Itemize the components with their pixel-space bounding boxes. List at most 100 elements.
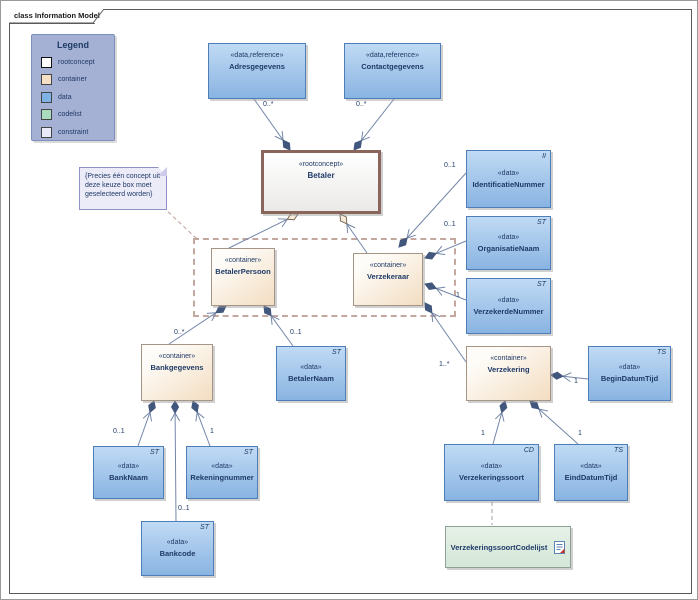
data-swatch <box>41 91 52 103</box>
legend-item-data: data <box>41 91 114 103</box>
class-verzekerdenummer[interactable]: ST «data» VerzekerdeNummer <box>466 278 551 334</box>
diagram-frame <box>9 9 692 594</box>
stereotype: «data» <box>117 463 140 470</box>
association-einddatumtijd-verzekering[interactable] <box>529 400 579 445</box>
multiplicity-verzekering: 1..* <box>439 361 450 368</box>
type-code: TS <box>657 349 666 356</box>
stereotype: «data» <box>497 296 520 304</box>
class-name: IdentificatieNummer <box>472 179 545 189</box>
multiplicity-bankgegevens: 0..* <box>174 329 185 336</box>
class-name: BetalerNaam <box>288 374 334 383</box>
legend-item-rootconcept: rootconcept <box>41 56 114 68</box>
class-betalerpersoon[interactable]: «container» BetalerPersoon <box>211 248 275 306</box>
legend[interactable]: Legend rootconcept container data codeli… <box>31 34 115 141</box>
association-bankgegevens-betalerpersoon[interactable] <box>168 305 227 345</box>
stereotype: «data» <box>300 364 322 371</box>
stereotype: «container» <box>490 355 527 362</box>
association-verzekeraar-betaler[interactable] <box>339 213 368 254</box>
stereotype: «container» <box>158 353 196 360</box>
association-betalerpersoon-betaler[interactable] <box>228 212 299 249</box>
association-begindatumtijd-verzekering[interactable] <box>550 371 589 383</box>
constraint-note[interactable]: {Precies één concept uit deze keuze box … <box>79 167 167 210</box>
multiplicity-betalernaam: 0..1 <box>290 329 302 336</box>
class-betalernaam[interactable]: ST «data» BetalerNaam <box>276 346 346 401</box>
association-bankcode-bankgegevens[interactable] <box>170 400 181 522</box>
type-code: ST <box>537 281 546 288</box>
multiplicity-adresgegevens: 0..* <box>263 101 274 108</box>
note-attachment-link[interactable] <box>162 206 198 240</box>
association-betalernaam-betalerpersoon[interactable] <box>263 305 294 347</box>
stereotype: «data» <box>618 364 641 371</box>
container-swatch <box>41 74 52 85</box>
association-identificatienummer-verzekeraar[interactable] <box>398 172 467 248</box>
multiplicity-einddatumtijd: 1 <box>578 430 582 437</box>
type-code: TS <box>614 447 623 454</box>
legend-title: Legend <box>56 40 89 50</box>
multiplicity-verzekeringssoort: 1 <box>481 430 485 437</box>
association-verzekeringssoort-verzekering[interactable] <box>492 400 508 445</box>
rootconcept-swatch <box>41 56 52 68</box>
class-betaler[interactable]: «rootconcept» Betaler <box>261 150 381 214</box>
stereotype: «data» <box>166 539 189 546</box>
multiplicity-identificatienummer: 0..1 <box>444 162 456 169</box>
stereotype: «data,reference» <box>366 52 419 59</box>
class-name: EindDatumTijd <box>564 473 618 482</box>
association-organisatienaam-verzekeraar[interactable] <box>424 240 467 260</box>
class-bankcode[interactable]: ST «data» Bankcode <box>141 521 214 576</box>
association-contactgegevens-betaler[interactable] <box>353 98 395 151</box>
class-banknaam[interactable]: ST «data» BankNaam <box>93 446 164 499</box>
legend-label: constraint <box>58 128 89 136</box>
type-code: CD <box>523 447 534 454</box>
stereotype: «container» <box>224 257 262 264</box>
class-organisatienaam[interactable]: ST «data» OrganisatieNaam <box>466 216 551 270</box>
class-verzekering[interactable]: «container» Verzekering <box>466 346 551 401</box>
type-code: ST <box>244 449 253 456</box>
stereotype: «data» <box>480 463 503 470</box>
class-name: Bankgegevens <box>150 363 204 372</box>
class-name: Verzekering <box>487 365 530 374</box>
type-code: ST <box>150 449 159 456</box>
class-adresgegevens[interactable]: «data,reference» Adresgegevens <box>208 43 306 99</box>
codelist-icon <box>554 540 566 554</box>
multiplicity-bankcode: 0..1 <box>178 505 190 512</box>
type-code: ST <box>200 524 209 531</box>
note-fold-corner <box>158 167 167 176</box>
class-contactgegevens[interactable]: «data,reference» Contactgegevens <box>344 43 441 99</box>
class-name: Verzekeringssoort <box>458 473 525 482</box>
class-verzekeraar[interactable]: «container» Verzekeraar <box>353 253 423 306</box>
stereotype: «data» <box>497 233 520 241</box>
class-verzekeringssoort[interactable]: CD «data» Verzekeringssoort <box>444 444 539 501</box>
association-verzekerdenummer-verzekeraar[interactable] <box>424 282 467 301</box>
stereotype: «data» <box>580 463 602 470</box>
association-adresgegevens-betaler[interactable] <box>253 98 291 151</box>
class-rekeningnummer[interactable]: ST «data» Rekeningnummer <box>186 446 258 499</box>
class-bankgegevens[interactable]: «container» Bankgegevens <box>141 344 213 401</box>
association-banknaam-bankgegevens[interactable] <box>137 400 156 447</box>
stereotype: «data» <box>211 463 233 470</box>
class-begindatumtijd[interactable]: TS «data» BeginDatumTijd <box>588 346 671 401</box>
class-identificatienummer[interactable]: II «data» IdentificatieNummer <box>466 150 551 208</box>
class-verzekeringssoortcodelijst[interactable]: VerzekeringssoortCodelijst <box>445 526 571 568</box>
class-name: Betaler <box>307 171 335 180</box>
class-name: VerzekerdeNummer <box>473 306 544 316</box>
class-name: Adresgegevens <box>229 62 285 71</box>
frame-tab-edge <box>9 8 105 24</box>
stereotype: «data,reference» <box>230 52 284 59</box>
multiplicity-contactgegevens: 0..* <box>356 101 367 108</box>
class-einddatumtijd[interactable]: TS «data» EindDatumTijd <box>554 444 628 501</box>
choice-box[interactable] <box>193 238 456 317</box>
class-name: Verzekeraar <box>366 272 410 281</box>
multiplicity-verzekerdenummer: 1 <box>456 292 460 299</box>
class-name: Rekeningnummer <box>190 473 254 482</box>
association-rekeningnummer-bankgegevens[interactable] <box>191 400 211 447</box>
multiplicity-organisatienaam: 0..1 <box>444 221 456 228</box>
constraint-swatch <box>41 126 52 138</box>
legend-label: data <box>58 93 72 101</box>
association-verzekering-verzekeraar[interactable] <box>424 302 467 363</box>
class-name: VerzekeringssoortCodelijst <box>450 542 548 552</box>
legend-item-codelist: codelist <box>41 109 114 120</box>
legend-label: container <box>58 76 87 83</box>
legend-label: rootconcept <box>58 58 95 66</box>
